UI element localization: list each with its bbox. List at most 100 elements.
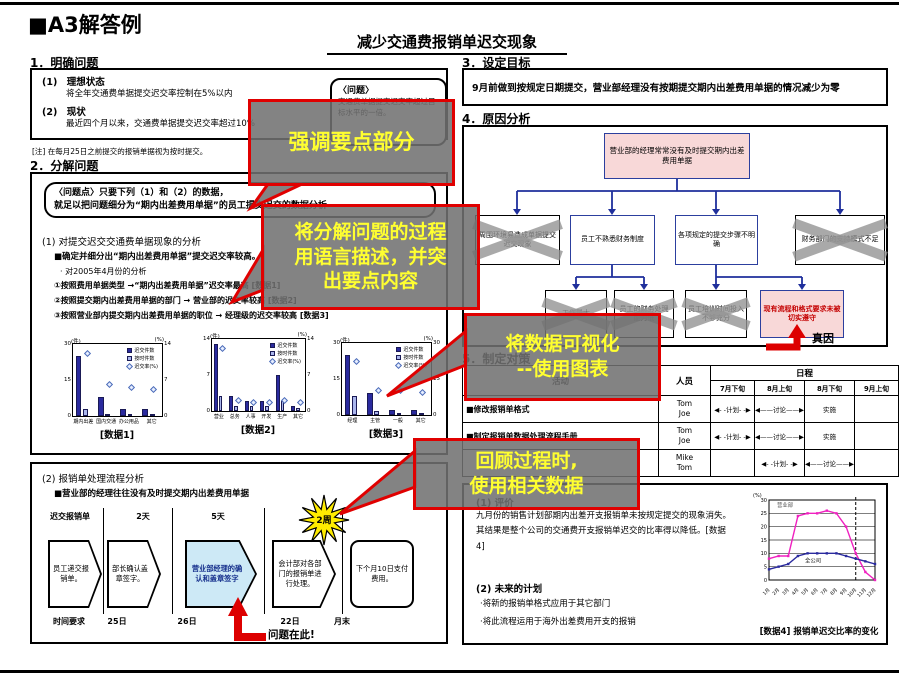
bar-chart-data2-caption: [数据2] bbox=[240, 425, 276, 436]
schedule-cell: 实施 bbox=[804, 395, 855, 423]
people-cell: Tom Joe bbox=[658, 422, 711, 450]
current-state-label: (2) 现状 bbox=[42, 107, 86, 118]
analysis1-item1: ①按照费用单据类型 →“期内出差费用单据”迟交率最高 [数据1] bbox=[54, 281, 281, 290]
schedule-cell bbox=[710, 449, 755, 477]
col-header-schedule: 日程 bbox=[710, 365, 899, 381]
callout-line: 将分解问题的过程 bbox=[294, 220, 447, 243]
goal-text: 9月前做到按规定日期提交，营业部经理没有按期提交期内出差费用单据的情况减少为零 bbox=[472, 83, 840, 94]
svg-text:10: 10 bbox=[761, 551, 767, 557]
svg-text:0: 0 bbox=[764, 578, 767, 584]
bar-chart-data1-caption: [数据1] bbox=[99, 430, 135, 441]
svg-text:5月: 5月 bbox=[800, 587, 810, 597]
flow-step-4-text: 会计部对各部门的报销单进行处理。 bbox=[274, 542, 334, 606]
date-header-1: 7月下旬 bbox=[710, 380, 755, 396]
process-flow-box: (2) 报销单处理流程分析 ■营业部的经理往往没有及时提交期内出差费用单据 迟交… bbox=[30, 462, 448, 644]
flow-below-label-26: 26日 bbox=[177, 617, 197, 626]
svg-text:10月: 10月 bbox=[847, 587, 859, 599]
callout-line: 强调要点部分 bbox=[288, 129, 415, 154]
analysis1-sub: · 对2005年4月份的分析 bbox=[60, 267, 147, 276]
svg-text:4月: 4月 bbox=[791, 587, 801, 597]
ideal-state-text: 将全年交通费单据提交迟交率控制在5%以内 bbox=[66, 89, 233, 99]
problem-point-line1: 〈问题点〉只要下列（1）和（2）的数据， bbox=[54, 188, 229, 198]
schedule-cell bbox=[854, 422, 899, 450]
callout-line: 使用相关数据 bbox=[469, 475, 584, 497]
schedule-cell: ◀- -计划- -▶ bbox=[710, 422, 755, 450]
callout-line: 将数据可视化 bbox=[505, 333, 620, 356]
flow-step-1: 员工递交报销单。 bbox=[48, 540, 102, 608]
callout-emphasize-keypoints: 强调要点部分 bbox=[248, 99, 455, 186]
cause-procedure-box: 各项规定的提交步骤不明确 bbox=[675, 215, 758, 265]
starburst-label: 2周 bbox=[316, 515, 331, 526]
cause-analysis-box: 营业部的经理常常没有及时提交期内出差费用单据 周围环境易造成单据提交迟交现象 员… bbox=[462, 125, 888, 347]
problem-bubble-title: 〈问题〉 bbox=[338, 86, 375, 96]
section1-note: [注] 在每月25日之前提交的报销单据视为按时提交。 bbox=[32, 147, 208, 156]
svg-text:30: 30 bbox=[761, 498, 767, 504]
flow-separator bbox=[103, 508, 104, 614]
flow-step-4: 会计部对各部门的报销单进行处理。 bbox=[272, 540, 336, 608]
flow-below-label-eom: 月末 bbox=[334, 617, 350, 626]
svg-text:8月: 8月 bbox=[829, 587, 839, 597]
section2-heading: 2．分解问题 bbox=[30, 159, 99, 173]
problem-point-line2: 就足以把问题细分为“期内出差费用单据”的员工提交迟交的数据分析 bbox=[54, 201, 327, 212]
evaluation-text: 九月份的销售计划部期内出差开支报销单未按规定提交的现象消失。其结果是整个公司的交… bbox=[476, 511, 732, 552]
callout-line: 出要点内容 bbox=[322, 270, 418, 293]
flow-below-label-25: 25日 bbox=[107, 617, 127, 626]
callout-visualize-data: 将数据可视化 --使用图表 bbox=[464, 313, 661, 401]
svg-text:1月: 1月 bbox=[762, 587, 772, 597]
slide-header: ■A3解答例 bbox=[28, 13, 142, 37]
analysis1-item2: ②按照提交期内出差费用单据的部门 → 营业部的迟交率较高 [数据2] bbox=[54, 296, 297, 305]
svg-text:6月: 6月 bbox=[810, 587, 820, 597]
analysis2-bullet: ■营业部的经理往往没有及时提交期内出差费用单据 bbox=[54, 489, 250, 499]
date-header-3: 8月下旬 bbox=[804, 380, 855, 396]
callout-review-process: 回顾过程时, 使用相关数据 bbox=[413, 438, 640, 510]
flow-separator bbox=[172, 508, 173, 614]
section1-heading: 1．明确问题 bbox=[30, 56, 99, 70]
svg-text:5: 5 bbox=[764, 564, 767, 570]
table-row: Mike Tom ◀- -计划- -▶ ◀——讨论——▶ bbox=[462, 449, 899, 477]
schedule-cell: ◀- -计划- -▶ bbox=[754, 449, 805, 477]
document-title: 减少交通费报销单迟交现象 bbox=[327, 31, 567, 55]
bar-chart-data3-caption: [数据3] bbox=[368, 429, 404, 440]
cause-tree-connectors bbox=[513, 179, 844, 290]
bar-chart-data2-xlabels: 营业总务人事开发生产其它 bbox=[213, 414, 304, 420]
cause-training-box: 员工培训时间投入不够充分 bbox=[685, 290, 747, 338]
date-header-2: 8月上旬 bbox=[754, 380, 805, 396]
callout-describe-breakdown: 将分解问题的过程 用语言描述，并突 出要点内容 bbox=[261, 204, 480, 310]
slide-top-border bbox=[0, 2, 899, 5]
section3-heading: 3．设定目标 bbox=[462, 56, 531, 70]
svg-text:15: 15 bbox=[761, 538, 767, 544]
analysis1-title: (1) 对提交迟交交通费单据现象的分析 bbox=[42, 237, 201, 248]
flow-step-2: 部长确认盖章签字。 bbox=[107, 540, 161, 608]
future-plan-item1: ·将新的报销单格式应用于其它部门 bbox=[480, 599, 611, 609]
root-problem-box: 营业部的经理常常没有及时提交期内出差费用单据 bbox=[604, 133, 750, 179]
results-box: (1) 评价 九月份的销售计划部期内出差开支报销单未按规定提交的现象消失。其结果… bbox=[462, 483, 888, 645]
svg-text:(%): (%) bbox=[753, 493, 762, 499]
future-plan-item2: ·将此流程运用于海外出差费用开支的报销 bbox=[480, 617, 636, 627]
cause-environment-box: 周围环境易造成单据提交迟交现象 bbox=[475, 215, 560, 265]
flow-step-1-text: 员工递交报销单。 bbox=[50, 542, 100, 606]
flow-below-label-time: 时间要求 bbox=[53, 617, 85, 626]
col-header-people: 人员 bbox=[658, 365, 711, 396]
schedule-cell: 实施 bbox=[804, 422, 855, 450]
callout-line: 回顾过程时, bbox=[475, 450, 578, 473]
flow-step-5: 下个月10日支付费用。 bbox=[350, 540, 414, 608]
svg-text:2月: 2月 bbox=[771, 587, 781, 597]
flow-label-late-submit: 迟交报销单 bbox=[50, 512, 90, 521]
people-cell: Mike Tom bbox=[658, 449, 711, 477]
cause-finance-box: 财务部门的支持模式不足 bbox=[795, 215, 885, 265]
starburst-2weeks: 2周 bbox=[298, 494, 350, 546]
section4-heading: 4．原因分析 bbox=[462, 112, 531, 126]
schedule-cell: ◀——讨论——▶ bbox=[804, 449, 855, 477]
ideal-state-label: (1) 理想状态 bbox=[42, 77, 105, 88]
svg-text:营业部: 营业部 bbox=[777, 501, 794, 509]
svg-text:11月: 11月 bbox=[856, 587, 868, 599]
problem-here-label: 问题在此! bbox=[268, 629, 315, 641]
flow-step-3-highlighted: 营业部经理的确认和盖章签字 bbox=[185, 540, 257, 608]
current-state-text: 最近四个月以来，交通费单据提交迟交率超过10% bbox=[66, 119, 255, 129]
